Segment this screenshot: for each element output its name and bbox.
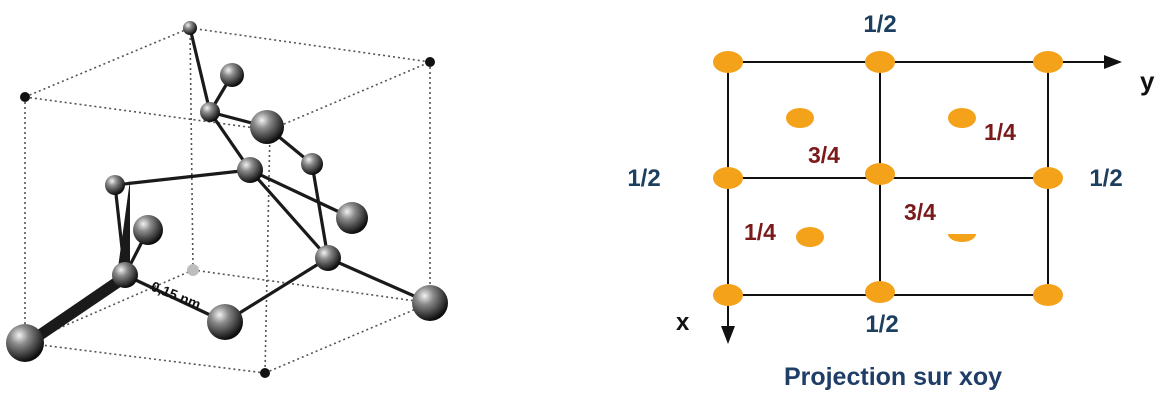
bond-wedge [30, 270, 128, 345]
label-right: 1/2 [1089, 165, 1122, 192]
atom [260, 368, 270, 378]
atom [786, 108, 814, 128]
atom [183, 21, 197, 35]
label-top: 1/2 [863, 11, 896, 38]
atom [1033, 167, 1063, 189]
diamond-cubic-3d: 0,15 nm [6, 21, 448, 378]
atom [1033, 284, 1063, 306]
atom [237, 157, 263, 183]
atom [948, 108, 976, 128]
atom [948, 234, 976, 242]
label-tetra-upper-right: 1/4 [984, 119, 1016, 145]
atom [865, 281, 895, 303]
atom [1033, 51, 1063, 73]
bond-length-label: 0,15 nm [149, 278, 203, 312]
atom [713, 167, 743, 189]
atom [20, 92, 30, 102]
atom [112, 262, 138, 288]
atom [412, 285, 448, 321]
atom [105, 175, 125, 195]
label-tetra-lower-left: 1/4 [744, 219, 776, 245]
projection-xoy: 1/2 1/2 1/2 1/2 3/4 1/4 1/4 3/4 y x Proj… [627, 11, 1155, 391]
atom [336, 202, 368, 234]
atom [133, 215, 163, 245]
unit-cell-cube [24, 27, 431, 374]
atom [865, 163, 895, 185]
atom [6, 324, 44, 362]
atoms [6, 21, 448, 378]
atom [796, 227, 824, 247]
atom [425, 57, 435, 67]
atom [200, 102, 220, 122]
lattice-atoms [713, 51, 1063, 306]
bond-wedge [118, 180, 130, 270]
atom [713, 51, 743, 73]
label-left: 1/2 [627, 165, 660, 192]
atom [301, 153, 323, 175]
label-tetra-upper-left: 3/4 [808, 142, 840, 168]
atom [315, 245, 341, 271]
atom [865, 51, 895, 73]
label-bottom: 1/2 [865, 311, 898, 338]
atom [250, 110, 284, 144]
atom [207, 304, 243, 340]
atom [713, 284, 743, 306]
axis-x-label: x [676, 309, 690, 336]
atom [187, 264, 199, 276]
axis-y-label: y [1140, 66, 1155, 96]
projection-caption: Projection sur xoy [784, 363, 1002, 391]
label-tetra-lower-right: 3/4 [904, 199, 936, 225]
atom [220, 63, 244, 87]
